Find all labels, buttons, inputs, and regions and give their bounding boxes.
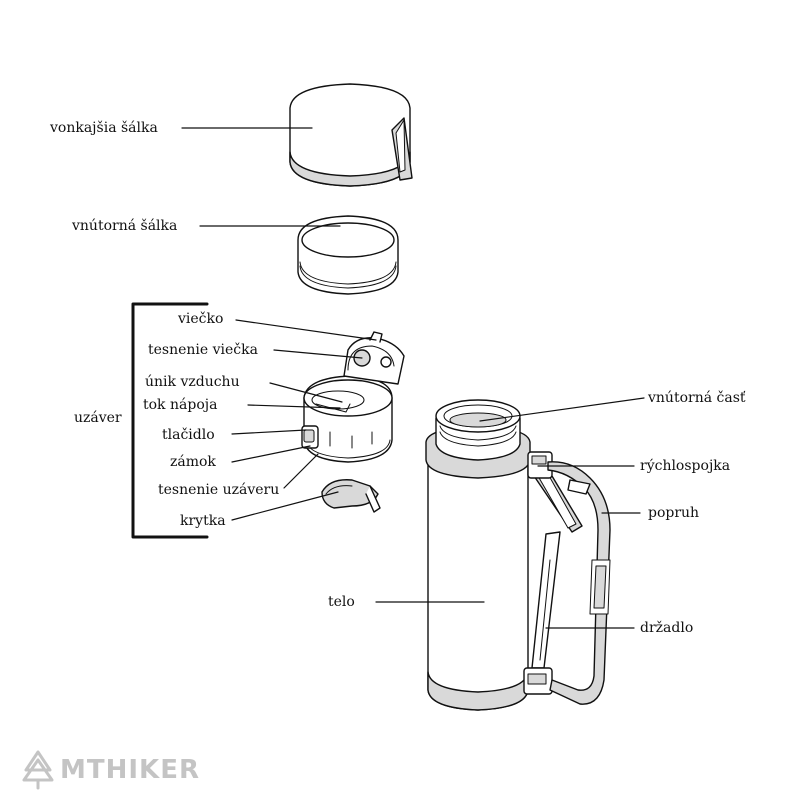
inner-cup-illustration (297, 215, 399, 295)
label-strap: popruh (648, 505, 700, 521)
closure-illustration (301, 331, 405, 513)
label-body: telo (328, 594, 355, 610)
closure-bracket (131, 302, 209, 539)
leader-closure-seal (283, 453, 319, 489)
label-inner-part: vnútorná časť (648, 390, 746, 406)
label-inner-cup: vnútorná šálka (72, 218, 178, 234)
outer-cup-illustration (289, 83, 413, 187)
label-outer-cup: vonkajšia šálka (50, 120, 158, 136)
label-closure-seal: tesnenie uzáveru (158, 482, 280, 498)
leader-lid (235, 319, 377, 341)
label-cover: krytka (180, 513, 226, 529)
leader-drink-flow (247, 404, 341, 409)
leader-lines (181, 127, 645, 629)
label-lid-seal: tesnenie viečka (148, 342, 258, 358)
label-closure-group: uzáver (74, 410, 122, 426)
leader-air-vent (269, 382, 343, 403)
label-lock: zámok (170, 454, 216, 470)
watermark-text: MTHIKER (60, 755, 200, 785)
tree-logo-icon (22, 750, 54, 790)
leader-lock (231, 445, 311, 463)
label-quick-coupling: rýchlospojka (640, 458, 731, 474)
leader-button (231, 429, 307, 435)
leader-lid-seal (273, 349, 363, 359)
label-air-vent: únik vzduchu (145, 374, 240, 390)
leader-inner-part (479, 397, 645, 422)
label-drink-flow: tok nápoja (143, 397, 218, 413)
label-button: tlačidlo (162, 427, 215, 443)
leader-cover (231, 491, 339, 521)
label-handle: držadlo (640, 620, 694, 636)
label-lid: viečko (178, 311, 224, 327)
bottle-illustration (425, 399, 611, 711)
